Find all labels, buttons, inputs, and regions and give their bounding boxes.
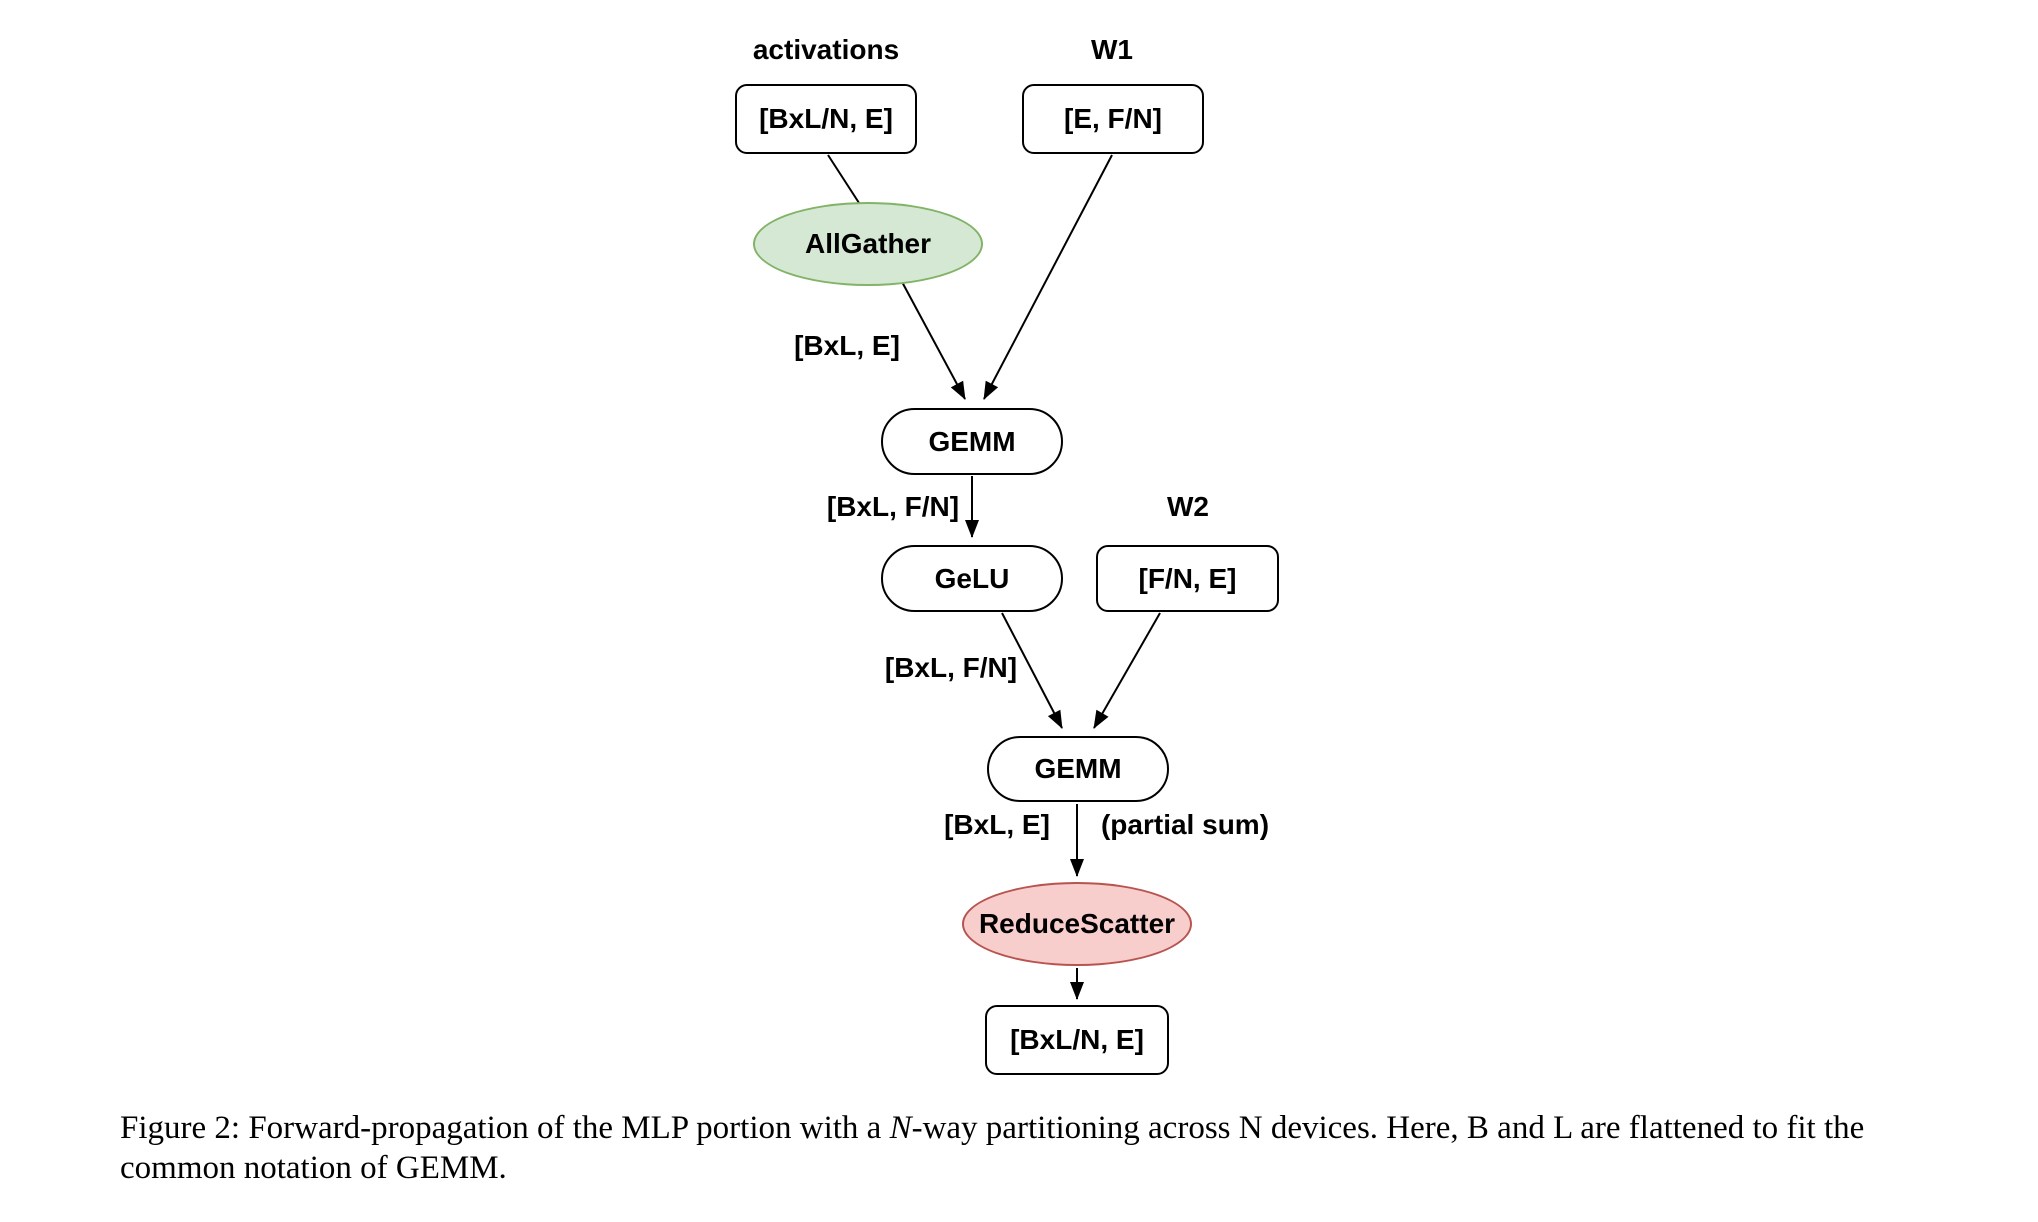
w1-label: W1 bbox=[1091, 34, 1133, 65]
edge-gelu-to-gemm2 bbox=[1001, 612, 1063, 729]
edge-w1-to-gemm1 bbox=[983, 154, 1113, 400]
edge-label-partial-sum: (partial sum) bbox=[1100, 809, 1270, 840]
w2-label: W2 bbox=[1167, 491, 1209, 522]
allgather-node: AllGather bbox=[753, 202, 983, 286]
edge-allgather-to-gemm1 bbox=[900, 279, 966, 400]
caption-prefix: Figure 2: Forward-propagation of the MLP… bbox=[120, 1110, 890, 1146]
gemm1-node: GEMM bbox=[881, 408, 1063, 475]
caption-suffix: -way partitioning across N devices. Here… bbox=[120, 1110, 1865, 1186]
gemm2-node: GEMM bbox=[987, 736, 1169, 802]
edge-label-bxl-e-2: [BxL, E] bbox=[944, 809, 1050, 840]
output-tensor-node: [BxL/N, E] bbox=[985, 1005, 1169, 1075]
reducescatter-node: ReduceScatter bbox=[962, 882, 1192, 966]
edge-activations-to-allgather bbox=[827, 154, 862, 207]
caption-italic-n: N bbox=[889, 1110, 912, 1146]
activations-label: activations bbox=[752, 34, 900, 65]
gelu-node: GeLU bbox=[881, 545, 1063, 612]
input-activations-tensor-node: [BxL/N, E] bbox=[735, 84, 917, 154]
edge-w2-to-gemm2 bbox=[1093, 612, 1161, 729]
w1-tensor-node: [E, F/N] bbox=[1022, 84, 1204, 154]
edge-label-bxl-fn-1: [BxL, F/N] bbox=[826, 491, 960, 522]
w2-tensor-node: [F/N, E] bbox=[1096, 545, 1279, 612]
edge-label-bxl-e-1: [BxL, E] bbox=[794, 330, 900, 361]
edge-label-bxl-fn-2: [BxL, F/N] bbox=[884, 652, 1018, 683]
figure-caption: Figure 2: Forward-propagation of the MLP… bbox=[120, 1108, 1935, 1188]
